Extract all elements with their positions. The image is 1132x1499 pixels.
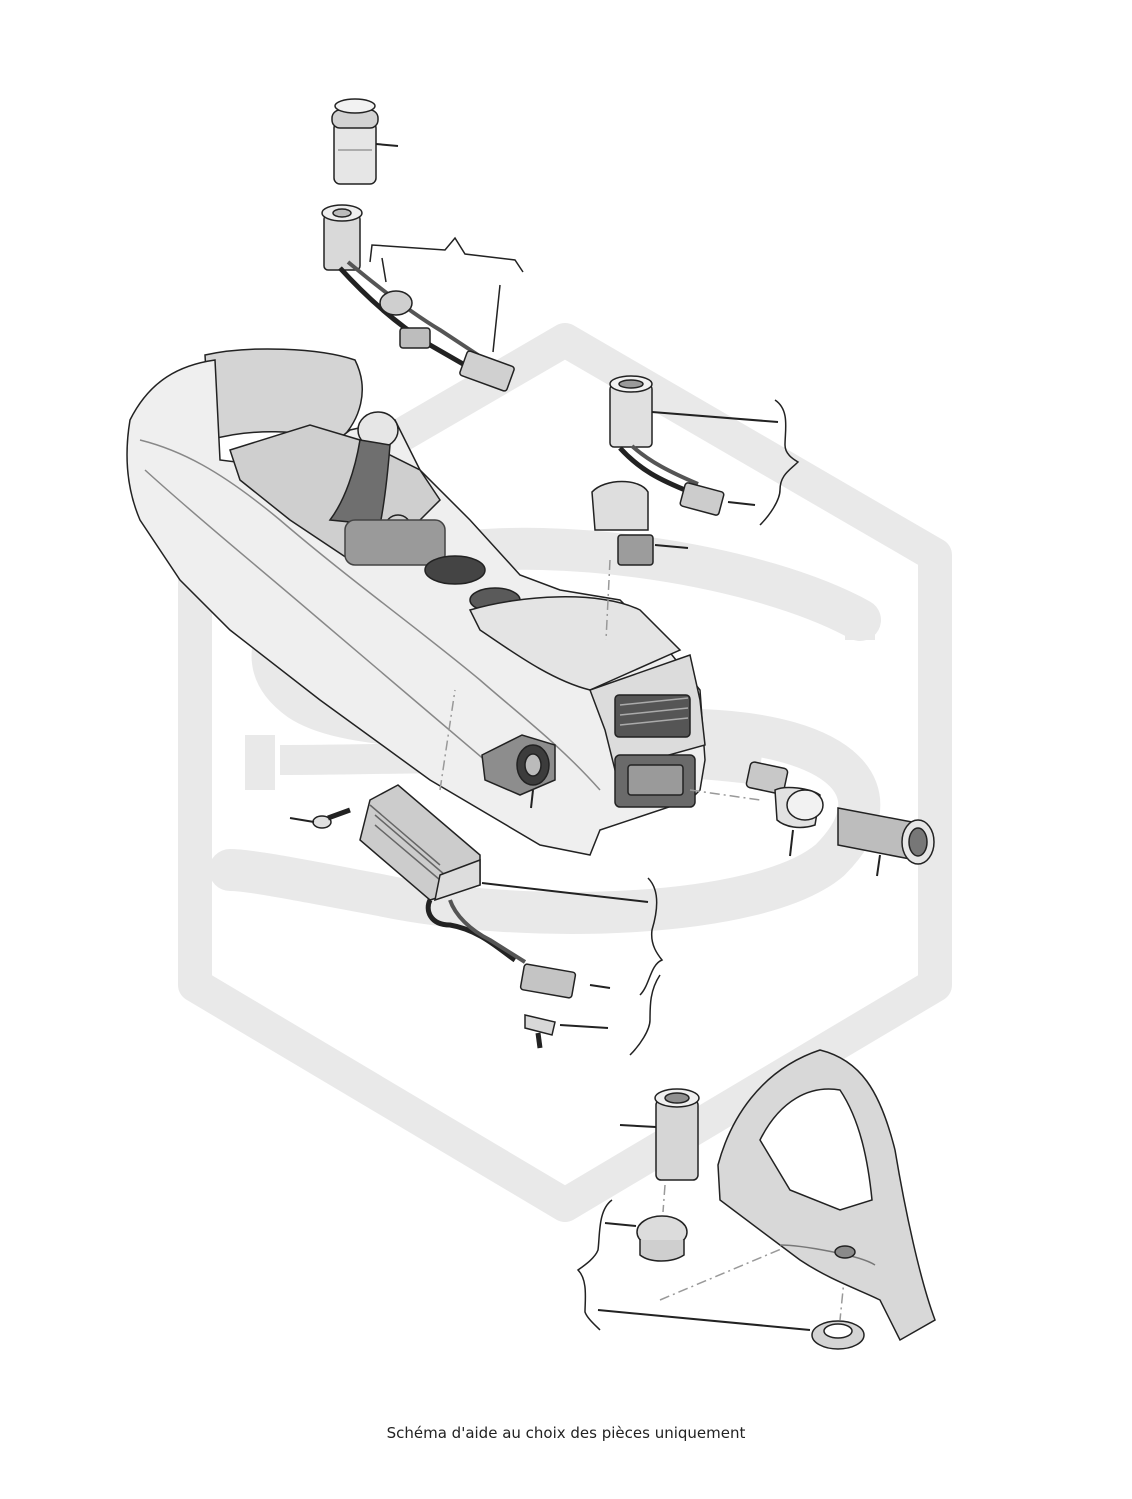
connector[interactable] [519,963,611,999]
socket-housing-rear[interactable] [837,807,935,877]
center-console [126,348,706,856]
diagram-caption: Schéma d'aide au choix des pièces unique… [386,1424,746,1442]
socket-trunk[interactable] [619,1088,700,1213]
socket-connector-rear[interactable] [689,761,789,801]
screw[interactable] [289,807,351,829]
clip[interactable] [524,974,661,1056]
socket-with-harness-right[interactable] [609,375,800,526]
socket-insert-console[interactable] [481,734,556,809]
socket-with-harness-top[interactable] [321,204,524,392]
inverter-module-with-harness[interactable] [359,689,664,996]
socket-ring-rear[interactable] [774,786,824,857]
socket-housing-with-connector[interactable] [591,480,689,641]
cigarette-lighter-plug-top[interactable] [331,98,399,185]
cap[interactable] [576,1199,688,1331]
trunk-side-trim [717,1049,936,1342]
